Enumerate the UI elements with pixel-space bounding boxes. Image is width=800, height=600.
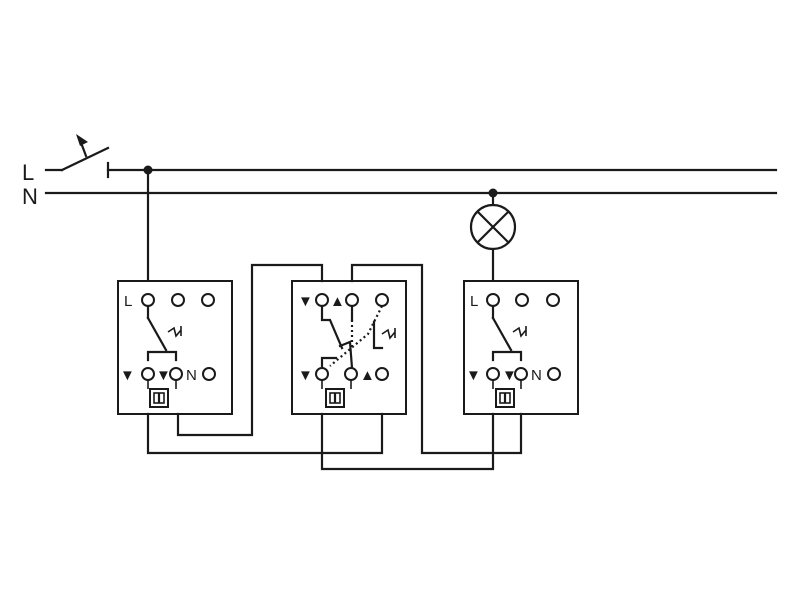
- sw1-arrow-a: ▼: [120, 367, 135, 384]
- sw3-terminal: [486, 293, 500, 307]
- main-switch: [44, 134, 110, 179]
- sw3-terminal-l-label: L: [470, 293, 478, 310]
- sw3-arrow-b: ▼: [502, 367, 517, 384]
- sw1-terminal-n-label: N: [186, 367, 197, 384]
- switch-3: L ▼ ▼ N: [463, 280, 579, 415]
- sw1-terminal: [169, 367, 183, 381]
- sw3-terminal: [546, 293, 560, 307]
- lamp-icon: [469, 191, 517, 283]
- sw3-terminal: [514, 367, 528, 381]
- sw2-terminal: [375, 293, 389, 307]
- sw2-arrow-bot1: ▼: [298, 367, 313, 384]
- sw2-terminal: [344, 367, 358, 381]
- switch-2: ▼ ▲ ▼ ▲: [291, 280, 407, 415]
- sw2-arrow-top1: ▼: [298, 293, 313, 310]
- sw2-arrow-top2: ▲: [330, 293, 345, 310]
- sw1-arrow-b: ▼: [156, 367, 171, 384]
- sw3-arrow-a: ▼: [466, 367, 481, 384]
- sw1-terminal: [171, 293, 185, 307]
- switch-1: L ▼ ▼ N: [117, 280, 233, 415]
- sw2-terminal: [345, 293, 359, 307]
- sw3-terminal: [486, 367, 500, 381]
- sw2-arrow-bot2: ▲: [360, 367, 375, 384]
- sw2-terminal: [315, 367, 329, 381]
- sw2-terminal: [375, 367, 389, 381]
- sw3-terminal: [547, 367, 561, 381]
- sw1-terminal: [202, 367, 216, 381]
- sw1-terminal: [141, 367, 155, 381]
- sw2-terminal: [315, 293, 329, 307]
- sw1-terminal-l-label: L: [124, 293, 132, 310]
- interconnect-wiring: [146, 263, 523, 471]
- sw3-terminal-n-label: N: [531, 367, 542, 384]
- neutral-label: N: [22, 184, 38, 209]
- switch-arrow-icon: [76, 134, 88, 146]
- sw3-terminal: [515, 293, 529, 307]
- sw1-terminal: [141, 293, 155, 307]
- line-label: L: [22, 160, 34, 185]
- sw1-terminal: [201, 293, 215, 307]
